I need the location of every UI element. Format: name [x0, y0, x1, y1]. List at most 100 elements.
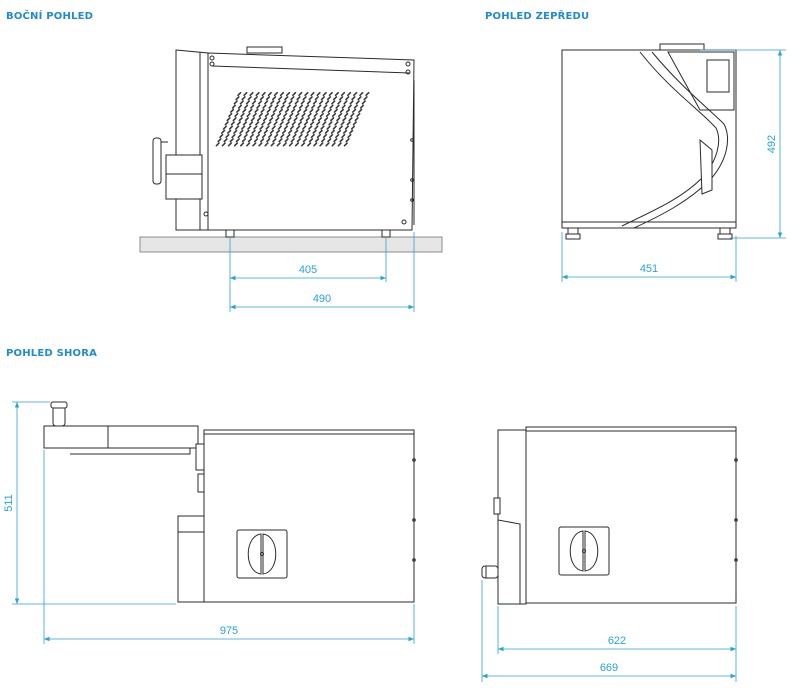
vent-slot — [303, 108, 308, 113]
vent-slot — [231, 133, 236, 139]
vent-slot — [292, 133, 297, 139]
rear-top-view-drawing — [481, 426, 738, 605]
vent-slot — [314, 125, 319, 130]
dim-label-492: 492 — [766, 135, 778, 153]
vent-slot — [297, 108, 302, 113]
vent-slot — [237, 91, 242, 97]
vent-slot — [257, 100, 263, 105]
vent-slot — [300, 129, 305, 134]
vent-slot — [322, 133, 328, 139]
vent-slot — [289, 125, 295, 130]
vent-slot — [278, 108, 284, 113]
top-body — [203, 429, 415, 603]
vent-slot — [317, 104, 322, 109]
vent-slot — [325, 142, 330, 147]
vent-slot — [267, 121, 272, 126]
vent-slot — [234, 112, 239, 118]
vent-slot — [247, 125, 252, 130]
dim-label-451: 451 — [640, 263, 658, 275]
vent-slot — [277, 125, 282, 130]
vent-slot — [320, 125, 325, 130]
vent-slot — [259, 125, 264, 130]
vent-slot — [283, 125, 289, 130]
vent-slot — [316, 133, 322, 139]
vent-slot — [333, 108, 338, 113]
vent-slot — [353, 91, 358, 97]
vent-slot — [350, 112, 355, 118]
vent-slot — [347, 104, 352, 109]
dim-label-669: 669 — [600, 662, 618, 674]
vent-slot — [227, 129, 232, 134]
vent-slot — [233, 100, 238, 105]
vent-slot — [328, 133, 334, 139]
vent-slot — [332, 125, 337, 130]
vent-slot — [321, 108, 326, 113]
vent-slot — [265, 96, 271, 101]
vent-slot — [285, 121, 290, 126]
vent-slot — [246, 112, 251, 118]
vent-slot — [325, 100, 330, 105]
vent-slot — [265, 125, 270, 130]
vent-slot — [302, 96, 307, 101]
vent-slot — [323, 117, 329, 122]
vent-slot — [215, 142, 220, 147]
vent-slot — [311, 117, 317, 122]
vent-slot — [235, 96, 240, 101]
front-door-contour — [621, 51, 720, 227]
side-drawer-block — [165, 154, 203, 200]
vent-slot — [237, 104, 243, 109]
vent-slot — [337, 142, 342, 147]
vent-slot — [318, 129, 323, 134]
vent-slot — [309, 121, 315, 126]
dim-label-511: 511 — [3, 494, 15, 512]
vent-slot — [310, 91, 315, 97]
vent-slot — [308, 96, 313, 101]
vent-slot — [281, 129, 287, 134]
vent-slot — [254, 108, 259, 113]
vent-slot — [314, 96, 319, 101]
vent-slot — [356, 112, 361, 118]
vent-slot — [266, 108, 271, 113]
vent-slot — [350, 125, 356, 130]
vent-slot — [278, 138, 283, 143]
vent-slot — [262, 104, 267, 109]
vent-slot — [340, 91, 346, 97]
vent-slot — [346, 121, 351, 126]
vent-slot — [297, 121, 303, 126]
vent-slot — [296, 96, 301, 101]
vent-slot — [315, 108, 320, 113]
vent-slot — [251, 129, 256, 134]
front-dimensions — [561, 49, 786, 282]
vent-slot — [261, 121, 266, 126]
vent-slot — [272, 138, 277, 143]
vent-slot — [339, 96, 344, 101]
vent-slot — [288, 100, 293, 105]
vent-slot — [246, 142, 251, 147]
vent-slot — [227, 142, 232, 147]
vent-slot — [288, 129, 293, 134]
vent-slot — [245, 100, 250, 105]
vent-slot — [235, 125, 240, 130]
vent-slot — [331, 112, 337, 118]
vent-slot — [279, 121, 284, 126]
vent-slot — [245, 129, 250, 134]
vent-slot — [274, 104, 279, 109]
vent-slot — [287, 117, 292, 122]
vent-slot — [236, 121, 241, 126]
vent-slot — [348, 117, 353, 122]
vent-slot — [328, 91, 333, 97]
vent-slot — [273, 121, 278, 126]
vent-slot — [325, 112, 331, 118]
vent-slot — [256, 104, 261, 109]
vent-slot — [223, 138, 228, 143]
vent-slot — [333, 138, 338, 143]
vent-slot — [324, 129, 329, 134]
vent-slot — [337, 112, 343, 118]
vent-slot — [334, 91, 340, 97]
vent-slot — [253, 96, 258, 101]
vent-slot — [336, 129, 342, 134]
vent-slot — [233, 129, 238, 134]
vent-slot — [260, 108, 265, 113]
side-door-panel — [175, 49, 209, 231]
